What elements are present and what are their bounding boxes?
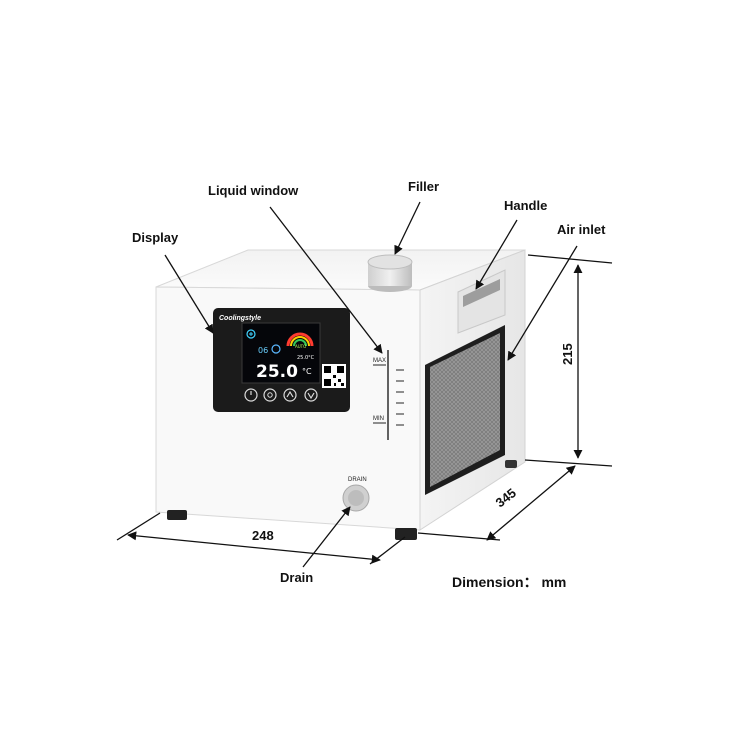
callout-drain: Drain (280, 570, 313, 585)
screen-main-value: 25.0 (256, 362, 298, 382)
width-ext-left (116, 512, 161, 541)
width-dim-line (127, 531, 381, 564)
control-panel: Coolingstyle 06 AUTO 25.0°C 25.0 °C (213, 308, 350, 412)
screen-mode: AUTO (295, 344, 306, 349)
air-inlet-leader (507, 245, 578, 361)
snowflake-icon (271, 344, 281, 354)
temperature-gauge-icon (286, 332, 314, 347)
chiller-body: Coolingstyle 06 AUTO 25.0°C 25.0 °C (155, 249, 526, 540)
liquid-level-window: MAX MIN (373, 350, 404, 440)
down-button[interactable] (304, 388, 318, 402)
dimension-depth: 345 (493, 485, 519, 510)
qr-code (322, 364, 346, 388)
height-ext-top (527, 254, 613, 264)
dimension-unit-note: Dimension： mm (452, 574, 566, 590)
callout-filler: Filler (408, 179, 439, 194)
foot-front-right (395, 528, 417, 540)
settings-button[interactable] (263, 388, 277, 402)
depth-dim-line (486, 465, 576, 541)
drain-port: DRAIN (342, 477, 370, 512)
power-button[interactable] (244, 388, 258, 402)
dimension-lines (116, 254, 613, 565)
brand-logo: Coolingstyle (219, 315, 261, 322)
callout-display: Display (132, 230, 179, 245)
handle-recess (457, 269, 506, 334)
drain-port-label: DRAIN (348, 477, 367, 483)
air-inlet-grille (425, 325, 505, 495)
up-button[interactable] (283, 388, 297, 402)
display-leader (164, 254, 214, 334)
liquid-window-leader (269, 206, 383, 354)
screen-small-value: 06 (258, 346, 268, 355)
handle-leader (475, 219, 518, 290)
screen-setpoint: 25.0°C (297, 355, 315, 361)
level-min-label: MIN (373, 416, 384, 422)
filler-leader (394, 201, 421, 255)
foot-front-left (167, 510, 187, 520)
dimension-width: 248 (252, 528, 274, 543)
callout-air-inlet: Air inlet (557, 222, 606, 237)
screen-unit: °C (302, 367, 312, 376)
callout-handle: Handle (504, 198, 547, 213)
filler-cap (367, 254, 413, 292)
dimension-height: 215 (560, 343, 575, 365)
foot-back-right (505, 460, 517, 468)
level-max-label: MAX (373, 358, 386, 364)
callout-liquid-window: Liquid window (208, 183, 299, 198)
fan-status-icon (246, 329, 256, 339)
depth-ext-back (524, 459, 613, 467)
